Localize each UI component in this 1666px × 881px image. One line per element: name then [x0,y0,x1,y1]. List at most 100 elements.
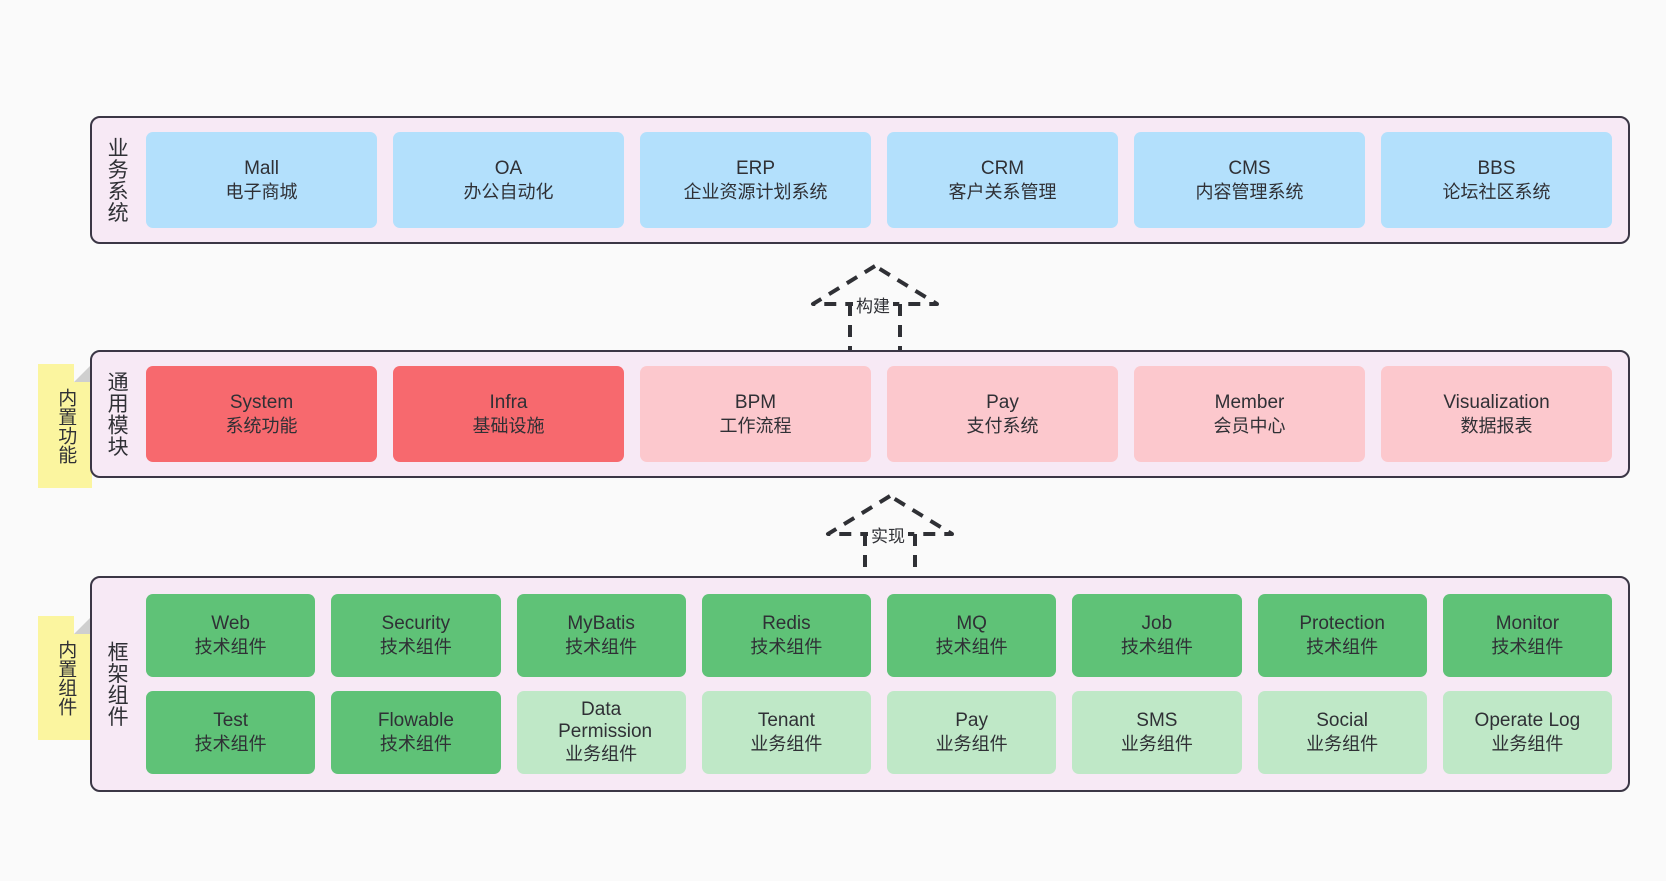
connector-implement: 实现 [810,492,970,584]
cell-title: Monitor [1495,613,1560,635]
cell-bbs[interactable]: BBS 论坛社区系统 [1381,132,1612,228]
cell-subtitle: 工作流程 [719,415,792,436]
cell-crm[interactable]: CRM 客户关系管理 [887,132,1118,228]
cell-test[interactable]: Test 技术组件 [146,691,316,774]
cell-title: OA [494,157,523,179]
cell-bpm[interactable]: BPM 工作流程 [640,366,871,462]
cell-title: System [229,391,294,413]
layer-label-framework-components: 框架组件 [105,641,129,727]
cell-social[interactable]: Social 业务组件 [1257,691,1427,774]
cell-monitor[interactable]: Monitor 技术组件 [1442,594,1612,677]
cell-pay-module[interactable]: Pay 支付系统 [887,366,1118,462]
cell-title: Flowable [377,710,454,732]
cell-title: Tenant [757,710,815,732]
cell-grid-business-systems: Mall 电子商城 OA 办公自动化 ERP 企业资源计划系统 CRM 客户关系… [140,118,1628,242]
cell-title: Test [213,710,249,732]
cell-subtitle: 基础设施 [472,415,545,436]
cell-redis[interactable]: Redis 技术组件 [701,594,871,677]
cell-operate-log[interactable]: Operate Log 业务组件 [1442,691,1612,774]
cell-subtitle: 数据报表 [1460,415,1533,436]
cell-title: MQ [956,613,987,635]
cell-subtitle: 客户关系管理 [948,181,1057,202]
cell-title: SMS [1136,710,1178,732]
cell-title: Data Permission [558,699,653,743]
cell-subtitle: 技术组件 [194,734,267,755]
cell-subtitle: 技术组件 [194,637,267,658]
cell-title: Job [1141,613,1173,635]
cell-security[interactable]: Security 技术组件 [331,594,501,677]
note-builtin-components: 内置组件 [38,616,92,740]
cell-protection[interactable]: Protection 技术组件 [1257,594,1427,677]
connector-label-build: 构建 [853,292,893,317]
cell-subtitle: 会员中心 [1213,415,1286,436]
cell-subtitle: 技术组件 [1491,637,1564,658]
cell-subtitle: 业务组件 [565,744,638,765]
cell-subtitle: 技术组件 [565,637,638,658]
cell-title: MyBatis [567,613,635,635]
note-builtin-features: 内置功能 [38,364,92,488]
cell-data-permission[interactable]: Data Permission 业务组件 [516,691,686,774]
cell-title: Pay [986,391,1019,413]
cell-oa[interactable]: OA 办公自动化 [393,132,624,228]
cell-subtitle: 技术组件 [935,637,1008,658]
cell-mall[interactable]: Mall 电子商城 [146,132,377,228]
connector-label-implement: 实现 [868,522,908,547]
cell-title: ERP [735,157,776,179]
cell-title: Web [211,613,250,635]
cell-subtitle: 业务组件 [1120,734,1193,755]
cell-title: Security [381,613,451,635]
cell-grid-framework-components: Web 技术组件 Security 技术组件 MyBatis 技术组件 Redi… [140,578,1628,790]
note-label: 内置功能 [55,388,77,464]
cell-mybatis[interactable]: MyBatis 技术组件 [516,594,686,677]
cell-title: Redis [762,613,811,635]
cell-sms[interactable]: SMS 业务组件 [1072,691,1242,774]
cell-title: CRM [980,157,1025,179]
cell-title: Infra [489,391,528,413]
cell-subtitle: 业务组件 [935,734,1008,755]
cell-subtitle: 系统功能 [225,415,298,436]
cell-subtitle: 电子商城 [225,181,298,202]
layer-business-systems: 业务系统 Mall 电子商城 OA 办公自动化 ERP 企业资源计划系统 CRM… [90,116,1630,244]
cell-visualization[interactable]: Visualization 数据报表 [1381,366,1612,462]
cell-title: Member [1214,391,1285,413]
cell-web[interactable]: Web 技术组件 [146,594,316,677]
cell-member[interactable]: Member 会员中心 [1134,366,1365,462]
cell-title: Operate Log [1474,710,1581,732]
cell-infra[interactable]: Infra 基础设施 [393,366,624,462]
cell-subtitle: 办公自动化 [463,181,554,202]
cell-subtitle: 论坛社区系统 [1442,181,1551,202]
layer-framework-components: 框架组件 Web 技术组件 Security 技术组件 MyBatis 技术组件… [90,576,1630,792]
cell-erp[interactable]: ERP 企业资源计划系统 [640,132,871,228]
cell-job[interactable]: Job 技术组件 [1072,594,1242,677]
cell-pay-component[interactable]: Pay 业务组件 [887,691,1057,774]
cell-system[interactable]: System 系统功能 [146,366,377,462]
cell-title: Mall [244,157,279,179]
cell-subtitle: 技术组件 [1120,637,1193,658]
cell-title: Protection [1299,613,1385,635]
cell-subtitle: 内容管理系统 [1195,181,1304,202]
cell-title: CMS [1228,157,1271,179]
cell-title: Pay [955,710,988,732]
cell-row-business: Test 技术组件 Flowable 技术组件 Data Permission … [146,691,1612,774]
cell-row-technical: Web 技术组件 Security 技术组件 MyBatis 技术组件 Redi… [146,594,1612,677]
cell-tenant[interactable]: Tenant 业务组件 [701,691,871,774]
cell-cms[interactable]: CMS 内容管理系统 [1134,132,1365,228]
cell-grid-common-modules: System 系统功能 Infra 基础设施 BPM 工作流程 Pay 支付系统… [140,352,1628,476]
cell-subtitle: 业务组件 [750,734,823,755]
cell-subtitle: 企业资源计划系统 [683,181,828,202]
cell-title: BPM [734,391,777,413]
note-label: 内置组件 [55,640,77,716]
cell-subtitle: 业务组件 [1306,734,1379,755]
cell-flowable[interactable]: Flowable 技术组件 [331,691,501,774]
cell-title: Visualization [1443,391,1550,413]
cell-subtitle: 支付系统 [966,415,1039,436]
cell-subtitle: 业务组件 [1491,734,1564,755]
layer-label-business-systems: 业务系统 [105,137,129,223]
cell-subtitle: 技术组件 [1306,637,1379,658]
layer-common-modules: 通用模块 System 系统功能 Infra 基础设施 BPM 工作流程 Pay… [90,350,1630,478]
cell-title: Social [1316,710,1368,732]
cell-mq[interactable]: MQ 技术组件 [887,594,1057,677]
cell-subtitle: 技术组件 [750,637,823,658]
layer-label-common-modules: 通用模块 [105,371,129,457]
